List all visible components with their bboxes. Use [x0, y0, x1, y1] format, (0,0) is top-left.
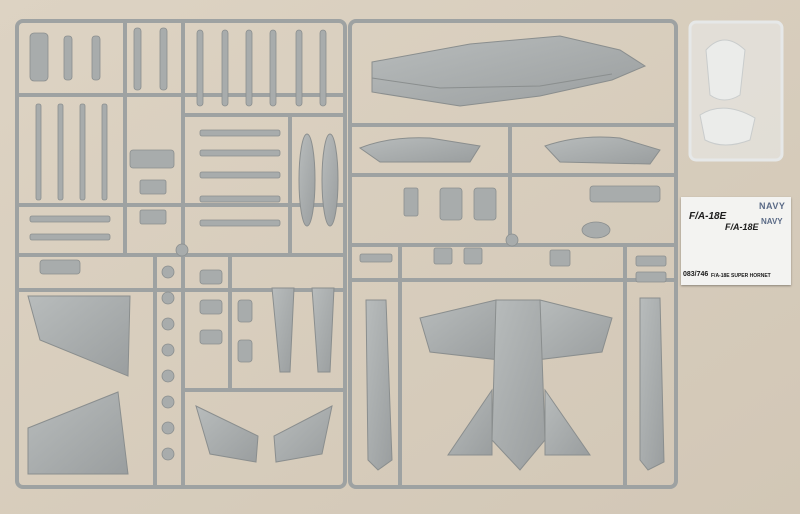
decal-navy-large: NAVY [759, 201, 786, 211]
decal-designation-large: F/A-18E [689, 211, 727, 222]
clear-parts-sprue [688, 20, 784, 162]
decal-kit-name: F/A-18E SUPER HORNET [711, 273, 771, 279]
drop-tanks [298, 133, 339, 227]
stabilizer-parts [27, 287, 335, 475]
decal-kit-code: 083/746 [683, 271, 709, 278]
small-parts [29, 27, 667, 461]
decal-sheet: NAVY F/A-18E NAVY F/A-18E 083/746 F/A-18… [681, 197, 791, 285]
decal-designation-small: F/A-18E [725, 222, 759, 232]
fuselage-parts [358, 35, 661, 165]
side-fuselage-parts [365, 297, 665, 471]
wing-assembly [419, 299, 613, 471]
right-sprue [348, 19, 678, 489]
decal-navy-small: NAVY [761, 217, 783, 226]
